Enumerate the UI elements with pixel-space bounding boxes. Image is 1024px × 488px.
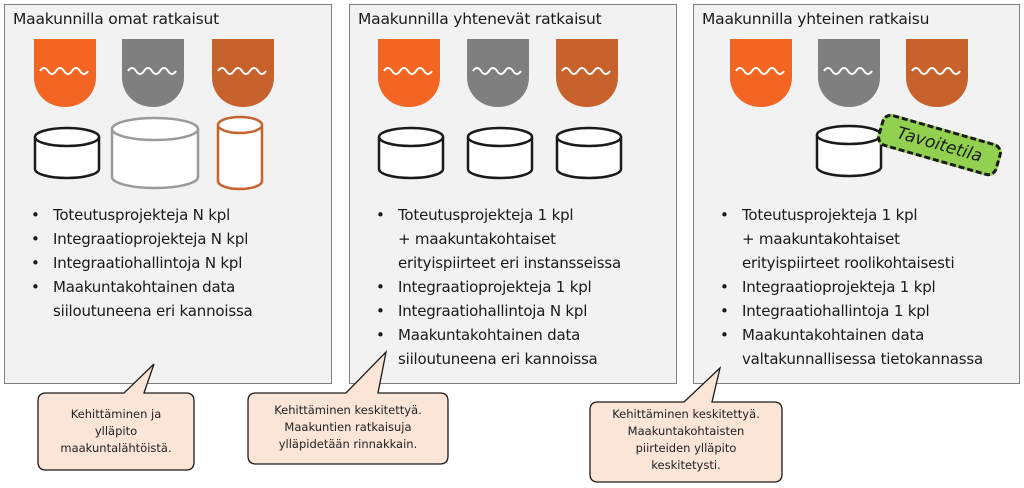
database-icon xyxy=(33,126,101,180)
large-database-icon xyxy=(110,116,200,190)
panel-shared-solution: Maakunnilla yhteinen ratkaisu Toteutuspr… xyxy=(693,4,1020,384)
callout-bubble: Kehittäminen keskitettyä. Maakuntakohtai… xyxy=(588,366,784,484)
list-item: Integraatiohallintoja N kpl xyxy=(372,299,672,323)
gray-cup-icon xyxy=(122,39,184,107)
panel-title: Maakunnilla yhteinen ratkaisu xyxy=(702,10,930,28)
panel-title: Maakunnilla omat ratkaisut xyxy=(13,10,220,28)
panel-title: Maakunnilla yhtenevät ratkaisut xyxy=(358,10,602,28)
gray-cup-icon xyxy=(818,39,880,107)
bullet-list: Toteutusprojekteja 1 kpl+ maakuntakohtai… xyxy=(716,203,1016,371)
orange-cup-icon xyxy=(34,39,96,107)
panel-aligned-solutions: Maakunnilla yhtenevät ratkaisut Toteutus… xyxy=(349,4,677,384)
database-icon xyxy=(377,126,445,180)
list-item: Integraatioprojekteja 1 kpl xyxy=(372,275,672,299)
orange-cup-icon xyxy=(378,39,440,107)
callout-shape xyxy=(589,366,783,483)
tall-database-icon xyxy=(216,115,264,191)
callout-bubble: Kehittäminen ja ylläpito maakuntalähtöis… xyxy=(36,362,196,474)
list-item: Integraatioprojekteja N kpl xyxy=(27,227,327,251)
callout-shape xyxy=(37,363,195,471)
list-item: Integraatiohallintoja 1 kpl xyxy=(716,299,1016,323)
database-icon xyxy=(555,126,623,180)
callout-text: Kehittäminen keskitettyä. Maakuntakohtai… xyxy=(612,407,760,472)
list-item: Integraatiohallintoja N kpl xyxy=(27,251,327,275)
list-item: Toteutusprojekteja N kpl xyxy=(27,203,327,227)
panel-own-solutions: Maakunnilla omat ratkaisut Toteutusproje… xyxy=(4,4,332,384)
database-icon xyxy=(815,124,883,178)
dark-orange-cup-icon xyxy=(212,39,274,107)
gray-cup-icon xyxy=(467,39,529,107)
list-item: Maakuntakohtainen datavaltakunnallisessa… xyxy=(716,323,1016,371)
orange-cup-icon xyxy=(730,39,792,107)
dark-orange-cup-icon xyxy=(906,39,968,107)
bullet-list: Toteutusprojekteja N kpl Integraatioproj… xyxy=(27,203,327,323)
list-item: Integraatioprojekteja 1 kpl xyxy=(716,275,1016,299)
callout-text: Kehittäminen ja ylläpito maakuntalähtöis… xyxy=(60,407,172,455)
dark-orange-cup-icon xyxy=(556,39,618,107)
callout-bubble: Kehittäminen keskitettyä. Maakuntien rat… xyxy=(246,350,450,466)
list-item: Toteutusprojekteja 1 kpl+ maakuntakohtai… xyxy=(372,203,672,275)
database-icon xyxy=(466,126,534,180)
callout-shape xyxy=(247,350,449,465)
callout-text: Kehittäminen keskitettyä. Maakuntien rat… xyxy=(274,403,422,451)
list-item: Toteutusprojekteja 1 kpl+ maakuntakohtai… xyxy=(716,203,1016,275)
bullet-list: Toteutusprojekteja 1 kpl+ maakuntakohtai… xyxy=(372,203,672,371)
